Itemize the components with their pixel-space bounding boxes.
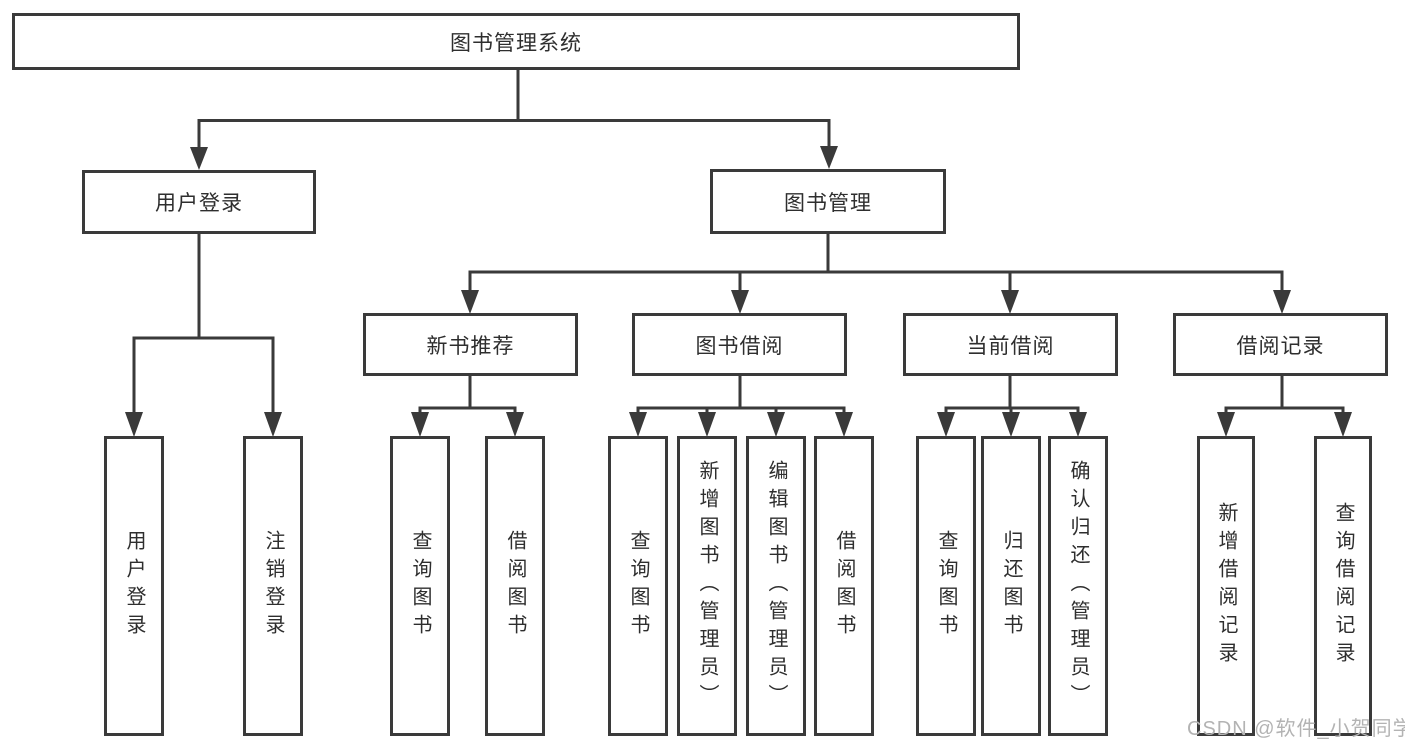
leaf-query-borrow-record: 查询借阅记录 (1314, 436, 1372, 736)
connector-root-to-level2 (190, 70, 838, 170)
connector-book-borrow-to-leaves (629, 375, 853, 437)
node-borrowing-records: 借阅记录 (1173, 313, 1388, 376)
leaf-query-books: 查询图书 (390, 436, 450, 736)
node-label: 归还图书 (1000, 530, 1022, 642)
connector-new-book-rec-to-leaves (411, 375, 524, 437)
connector-user-login-to-leaves (125, 233, 282, 437)
node-label: 用户登录 (123, 530, 145, 642)
node-label: 新增借阅记录 (1215, 502, 1237, 670)
node-user-login: 用户登录 (82, 170, 316, 234)
node-label: 图书管理系统 (450, 31, 582, 55)
node-label: 查询图书 (409, 530, 431, 642)
leaf-query-books: 查询图书 (608, 436, 668, 736)
leaf-query-books: 查询图书 (916, 436, 976, 736)
leaf-user-login: 用户登录 (104, 436, 164, 736)
leaf-borrow-books: 借阅图书 (814, 436, 874, 736)
connector-borrow-record-to-leaves (1217, 375, 1352, 437)
leaf-edit-books-admin: 编辑图书（管理员） (746, 436, 806, 736)
node-book-borrowing: 图书借阅 (632, 313, 847, 376)
node-label: 查询借阅记录 (1332, 502, 1354, 670)
node-new-book-recommendation: 新书推荐 (363, 313, 578, 376)
leaf-add-borrow-record: 新增借阅记录 (1197, 436, 1255, 736)
connector-book-mgmt-to-level3 (461, 233, 1291, 314)
node-label: 新书推荐 (426, 334, 515, 358)
node-label: 用户登录 (155, 192, 243, 215)
node-label: 当前借阅 (966, 334, 1055, 358)
node-label: 查询图书 (935, 530, 957, 642)
leaf-borrow-books: 借阅图书 (485, 436, 545, 736)
node-label: 编辑图书（管理员） (765, 460, 787, 712)
node-label: 查询图书 (627, 530, 649, 642)
leaf-return-books: 归还图书 (981, 436, 1041, 736)
connector-current-borrow-to-leaves (937, 375, 1087, 437)
node-label: 借阅图书 (504, 530, 526, 642)
node-label: 注销登录 (262, 530, 284, 642)
node-label: 借阅记录 (1236, 334, 1325, 358)
leaf-logout-login: 注销登录 (243, 436, 303, 736)
node-library-management-system: 图书管理系统 (12, 13, 1020, 70)
node-label: 借阅图书 (833, 530, 855, 642)
node-current-borrowing: 当前借阅 (903, 313, 1118, 376)
node-label: 确认归还（管理员） (1067, 460, 1089, 712)
node-label: 图书借阅 (695, 334, 784, 358)
leaf-confirm-return-admin: 确认归还（管理员） (1048, 436, 1108, 736)
node-label: 图书管理 (784, 191, 872, 215)
csdn-watermark: CSDN @软件_小贺同学 (1187, 718, 1405, 740)
node-label: 新增图书（管理员） (696, 460, 718, 712)
node-book-management: 图书管理 (710, 169, 946, 234)
leaf-add-books-admin: 新增图书（管理员） (677, 436, 737, 736)
